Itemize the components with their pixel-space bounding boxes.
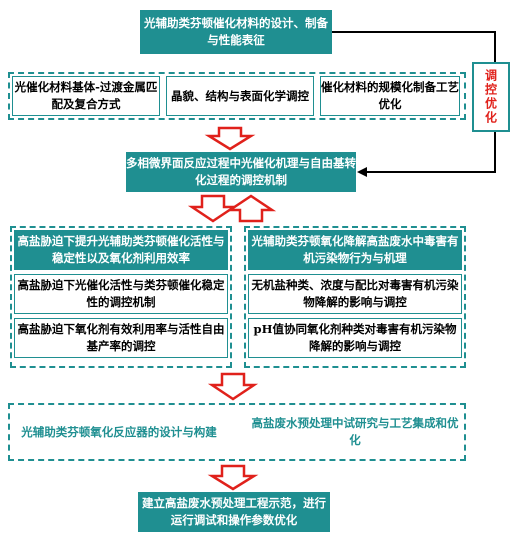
down-arrow-2: [187, 194, 239, 223]
side-optimization-text: 调控优化: [483, 69, 498, 125]
down-arrow-3: [207, 372, 259, 401]
right-item-box-1: 无机盐种类、浓度与配比对毒害有机污染物降解的影响与调控: [248, 274, 462, 314]
down-arrow-4: [207, 464, 259, 491]
row1-text-matching: 光催化材料基体-过渡金属匹配及复合方式: [14, 80, 158, 111]
top-design-text: 光辅助类芬顿催化材料的设计、制备与性能表征: [144, 16, 328, 47]
bottom-demo-text: 建立高盐废水预处理工程示范，进行运行调试和操作参数优化: [142, 496, 326, 527]
row1-box-scaleup: 催化材料的规模化制备工艺优化: [320, 76, 460, 116]
row1-text-morphology: 晶貌、结构与表面化学调控: [171, 88, 309, 103]
right-column-group: [244, 226, 466, 368]
right-header-box: 光辅助类芬顿氧化降解高盐废水中毒害有机污染物行为与机理: [248, 230, 462, 270]
row1-box-morphology: 晶貌、结构与表面化学调控: [166, 76, 314, 116]
left-item-box-1: 高盐胁迫下光催化活性与类芬顿催化稳定性的调控机制: [14, 274, 228, 314]
down-arrow-1: [204, 126, 256, 151]
mechanism-text: 多相微界面反应过程中光催化机理与自由基转化过程的调控机制: [126, 156, 356, 187]
row3-group: [8, 403, 466, 461]
row1-text-scaleup: 催化材料的规模化制备工艺优化: [321, 80, 459, 111]
bottom-demo-box: 建立高盐废水预处理工程示范，进行运行调试和操作参数优化: [138, 492, 330, 532]
left-header-text: 高盐胁迫下提升光辅助类芬顿催化活性与稳定性以及氧化剂利用效率: [17, 234, 225, 265]
feedback-arrowhead: [357, 167, 367, 177]
up-arrow-1: [225, 194, 277, 223]
row1-group: [8, 72, 466, 120]
right-header-text: 光辅助类芬顿氧化降解高盐废水中毒害有机污染物行为与机理: [251, 234, 459, 265]
top-design-box: 光辅助类芬顿催化材料的设计、制备与性能表征: [140, 10, 332, 54]
left-item-text-1: 高盐胁迫下光催化活性与类芬顿催化稳定性的调控机制: [17, 278, 225, 309]
left-item-box-2: 高盐胁迫下氧化剂有效利用率与活性自由基产率的调控: [14, 318, 228, 358]
left-column-group: [10, 226, 232, 368]
row1-box-matching: 光催化材料基体-过渡金属匹配及复合方式: [12, 76, 160, 116]
right-item-text-1: 无机盐种类、浓度与配比对毒害有机污染物降解的影响与调控: [251, 278, 459, 309]
row3-box-pilot: 高盐废水预处理中试研究与工艺集成和优化: [250, 408, 460, 456]
row3-box-reactor: 光辅助类芬顿氧化反应器的设计与构建: [14, 408, 224, 456]
mechanism-box: 多相微界面反应过程中光催化机理与自由基转化过程的调控机制: [126, 152, 356, 192]
right-item-text-2: pH值协同氧化剂种类对毒害有机污染物降解的影响与调控: [253, 322, 457, 353]
side-optimization-box: 调控优化: [472, 62, 510, 132]
left-item-text-2: 高盐胁迫下氧化剂有效利用率与活性自由基产率的调控: [17, 322, 225, 353]
right-item-box-2: pH值协同氧化剂种类对毒害有机污染物降解的影响与调控: [248, 318, 462, 358]
row3-text-pilot: 高盐废水预处理中试研究与工艺集成和优化: [251, 416, 459, 447]
row3-text-reactor: 光辅助类芬顿氧化反应器的设计与构建: [21, 424, 217, 439]
left-header-box: 高盐胁迫下提升光辅助类芬顿催化活性与稳定性以及氧化剂利用效率: [14, 230, 228, 270]
